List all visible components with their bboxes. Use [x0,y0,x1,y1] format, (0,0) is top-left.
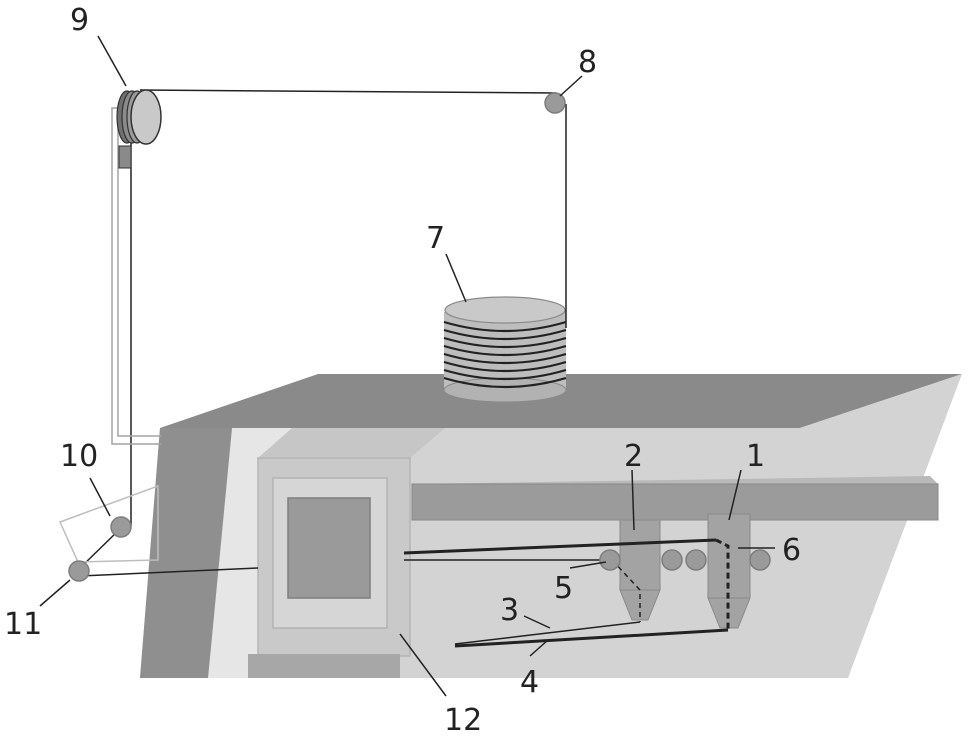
label-11: 11 [4,607,42,642]
pulley-8 [545,93,565,113]
label-2: 2 [624,439,643,474]
wheel-sensor [119,146,131,168]
leader-11 [40,580,70,606]
spool-top [445,297,565,323]
label-1: 1 [746,439,765,474]
leader-7 [446,254,466,302]
roller-5 [600,550,620,570]
panel-screen [288,498,370,598]
rail-body [412,484,938,520]
label-4: 4 [520,665,539,700]
label-3: 3 [500,593,519,628]
nozzle-2-body [620,520,660,590]
label-9: 9 [70,3,89,38]
roller-mid-a [662,550,682,570]
roller-right [750,550,770,570]
wire-8-to-9 [140,90,556,93]
label-7: 7 [426,221,445,256]
nozzle-1 [708,514,750,628]
label-6: 6 [782,533,801,568]
tension-arm-frame [60,486,158,562]
spool-7 [444,297,566,402]
tension-arm [60,486,158,581]
label-10: 10 [60,439,98,474]
panel-base [248,654,400,678]
pulley-11 [69,561,89,581]
leader-9 [98,36,126,86]
label-12: 12 [444,703,482,738]
roller-mid-b [686,550,706,570]
wheel-front [131,90,161,144]
label-5: 5 [554,571,573,606]
wheel-9 [117,90,161,168]
pulley-10 [111,517,131,537]
label-8: 8 [578,45,597,80]
